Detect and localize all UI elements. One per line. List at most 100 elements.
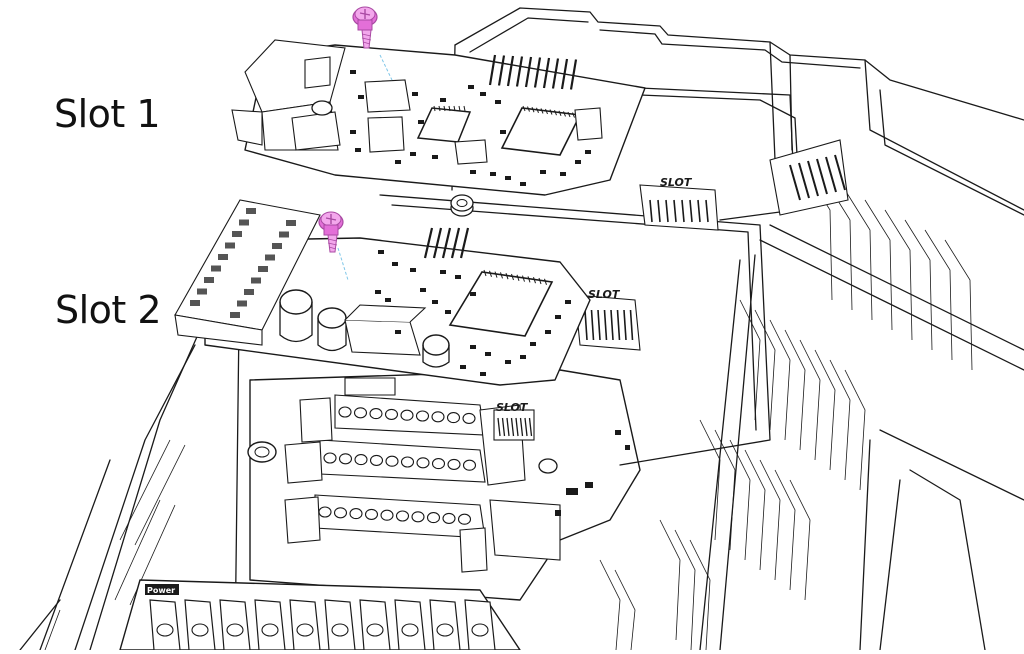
- terminal-screw: [431, 411, 445, 423]
- terminal-screw: [400, 456, 415, 468]
- header-pin: [450, 227, 461, 259]
- chip-pin: [511, 273, 514, 281]
- smd-component: [358, 95, 364, 99]
- chip-pin: [522, 105, 526, 112]
- smd-component: [385, 298, 391, 302]
- connector-pin: [825, 156, 837, 193]
- slot1-controller-chip: [416, 105, 472, 143]
- connector-pin: [590, 309, 595, 341]
- terminal-slot: [230, 312, 240, 318]
- header-pin: [560, 58, 569, 90]
- header-pin: [569, 59, 578, 90]
- header-pin: [524, 56, 533, 88]
- connector-pin: [524, 417, 528, 437]
- smd-component: [505, 360, 511, 364]
- terminal-screw: [446, 412, 461, 424]
- chip-pin: [558, 110, 562, 116]
- connector-pin: [816, 158, 828, 195]
- smd-component: [505, 176, 511, 180]
- terminal-screw: [385, 455, 399, 467]
- chip-pin: [554, 110, 557, 116]
- chip-pin: [494, 271, 498, 278]
- terminal-slot: [239, 219, 249, 226]
- smd-component: [585, 150, 591, 154]
- slot1-option-card: [231, 39, 646, 196]
- smd-component: [395, 330, 401, 334]
- terminal-slot: [246, 208, 256, 214]
- terminal-screw: [354, 454, 368, 466]
- connector-pin: [665, 199, 669, 223]
- connector-pin: [610, 309, 614, 341]
- slot1-processor-chip: [500, 105, 582, 156]
- drive-housing: [19, 7, 1024, 651]
- smd-component: [432, 155, 438, 159]
- smd-component: [440, 270, 446, 274]
- smd-component: [410, 152, 416, 156]
- slot2-capacitors: [279, 289, 450, 368]
- slot-connector-middle: SLOT: [574, 288, 641, 351]
- smd-component: [350, 130, 356, 134]
- smd-component: [470, 292, 476, 296]
- power-terminal-screw: [331, 623, 349, 637]
- chip-pin: [567, 111, 571, 118]
- chip-pin: [538, 277, 542, 285]
- connector-pin: [681, 199, 685, 223]
- terminal-screw: [416, 457, 430, 469]
- header-pin: [515, 56, 524, 87]
- power-terminal-screw: [471, 623, 489, 637]
- smd-component: [470, 345, 476, 349]
- terminal-screw: [411, 511, 425, 523]
- smd-component: [490, 172, 496, 176]
- power-terminal-screw: [401, 623, 419, 637]
- connector-pin: [789, 164, 801, 201]
- connector-pin: [597, 309, 601, 341]
- chip-pin: [463, 105, 466, 112]
- terminal-block-row-3: [314, 494, 486, 539]
- chip-pin: [489, 270, 492, 277]
- smd-component: [375, 290, 381, 294]
- chip-pin: [500, 272, 503, 279]
- power-terminal-screw: [366, 623, 384, 637]
- terminal-slot: [265, 254, 275, 261]
- terminal-screw: [426, 512, 441, 524]
- smd-component: [530, 342, 536, 346]
- power-label: Power: [147, 586, 175, 595]
- chip-pin: [483, 269, 487, 277]
- connector-pin: [629, 309, 634, 341]
- smd-component: [575, 160, 581, 164]
- connector-pin: [657, 199, 661, 223]
- smd-component: [392, 262, 398, 266]
- connector-pin: [623, 309, 627, 341]
- slot1-pin-header: [488, 54, 578, 90]
- smd-component: [560, 172, 566, 176]
- power-terminal-screw: [296, 623, 314, 637]
- header-pin: [488, 54, 497, 86]
- smd-component: [520, 182, 526, 186]
- terminal-screw: [333, 507, 348, 519]
- terminal-slot: [286, 220, 296, 226]
- smd-component: [565, 300, 571, 304]
- terminal-screw: [338, 453, 353, 465]
- terminal-slot: [197, 288, 207, 295]
- slot2-bay-frame: SLOT: [379, 194, 771, 466]
- vent-slots-right: [599, 169, 973, 651]
- smd-component: [460, 365, 466, 369]
- smd-component: [378, 250, 384, 254]
- terminal-slot: [190, 300, 200, 306]
- smd-component: [555, 315, 561, 319]
- connector-pin: [519, 417, 524, 437]
- chip-pin: [563, 111, 566, 117]
- power-terminal-screw: [191, 623, 209, 637]
- terminal-screw: [395, 510, 410, 522]
- connector-pin: [689, 199, 693, 223]
- terminal-screw: [380, 509, 394, 521]
- chip-pin: [516, 274, 520, 281]
- slot2-option-card: [174, 199, 591, 386]
- terminal-screw: [462, 412, 476, 424]
- chip-pin: [433, 105, 436, 112]
- terminal-screw: [364, 508, 379, 520]
- smd-component: [410, 268, 416, 272]
- terminal-screw: [323, 452, 337, 464]
- connector-pin: [584, 309, 588, 341]
- terminal-screw: [369, 454, 384, 466]
